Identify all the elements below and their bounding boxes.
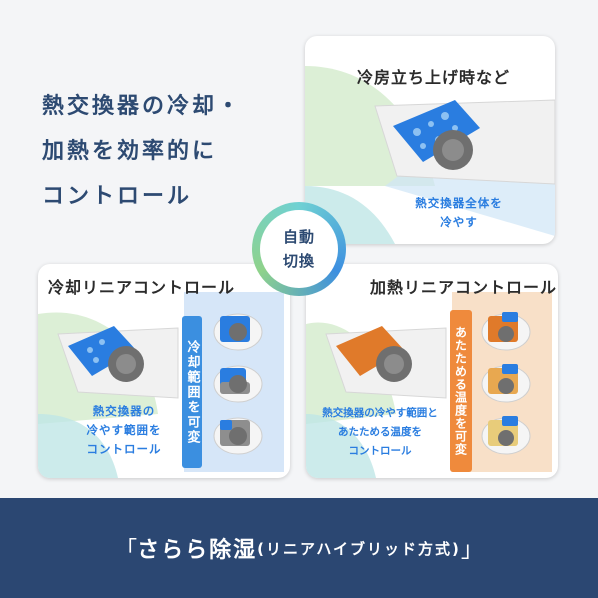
auto-switch-badge-inner: 自動 切換 (260, 210, 338, 288)
card-title-heating-linear: 加熱リニアコントロール (370, 278, 558, 297)
mini-unit-small-cool (213, 417, 263, 455)
card-heating-linear: 加熱リニアコントロール あたためる温度を可変 熱交換器の冷やす範囲と あたためる… (306, 264, 558, 478)
caption-line: 熱交換器の (92, 404, 156, 418)
card-title-cooling-startup: 冷房立ち上げ時など (357, 68, 511, 87)
card-title-cooling-linear: 冷却リニアコントロール (48, 278, 236, 297)
badge-line-1: 自動 (282, 228, 315, 246)
headline-line-1: 熱交換器の冷却・ (42, 94, 243, 119)
headline-line-3: コントロール (42, 184, 193, 209)
strip-heating-temp: あたためる温度を可変 (450, 310, 472, 472)
banner-main-text: さらら除湿 (137, 538, 258, 563)
aircon-illustration-partial-cool (38, 292, 284, 478)
card-caption-cooling-startup: 熱交換器全体を 冷やす (397, 194, 521, 232)
open-bracket: 「 (115, 538, 138, 563)
caption-line: 熱交換器全体を (415, 196, 503, 210)
caption-line: 冷やす範囲を (86, 423, 162, 437)
mini-unit-warm (481, 364, 531, 403)
badge-line-2: 切換 (282, 252, 315, 270)
mini-unit-mild (481, 416, 531, 455)
mini-unit-large-cool (213, 313, 263, 351)
auto-switch-badge: 自動 切換 (252, 202, 346, 296)
caption-line: コントロール (86, 442, 162, 456)
close-bracket: 」 (460, 538, 483, 563)
card-cooling-linear: 冷却リニアコントロール 冷却範囲を可変 熱交換器の 冷やす範囲を コントロール (38, 264, 290, 478)
headline: 熱交換器の冷却・ 加熱を効率的に コントロール (42, 84, 292, 219)
strip-cooling-range: 冷却範囲を可変 (182, 316, 202, 468)
caption-line: 熱交換器の冷やす範囲と (322, 407, 438, 419)
headline-line-2: 加熱を効率的に (42, 139, 218, 164)
bottom-banner: 「 さらら除湿 (リニアハイブリッド方式) 」 (0, 498, 598, 598)
card-cooling-startup: 冷房立ち上げ時など 熱交換器全体を 冷やす (305, 36, 555, 244)
caption-line: 冷やす (440, 215, 478, 229)
card-caption-cooling-linear: 熱交換器の 冷やす範囲を コントロール (72, 402, 176, 459)
caption-line: あたためる温度を (338, 426, 422, 438)
card-caption-heating-linear: 熱交換器の冷やす範囲と あたためる温度を コントロール (312, 404, 448, 461)
caption-line: コントロール (348, 445, 412, 457)
banner-sub-text: (リニアハイブリッド方式) (257, 539, 461, 558)
mini-unit-hot (481, 312, 531, 351)
mini-unit-medium-cool (213, 365, 263, 403)
